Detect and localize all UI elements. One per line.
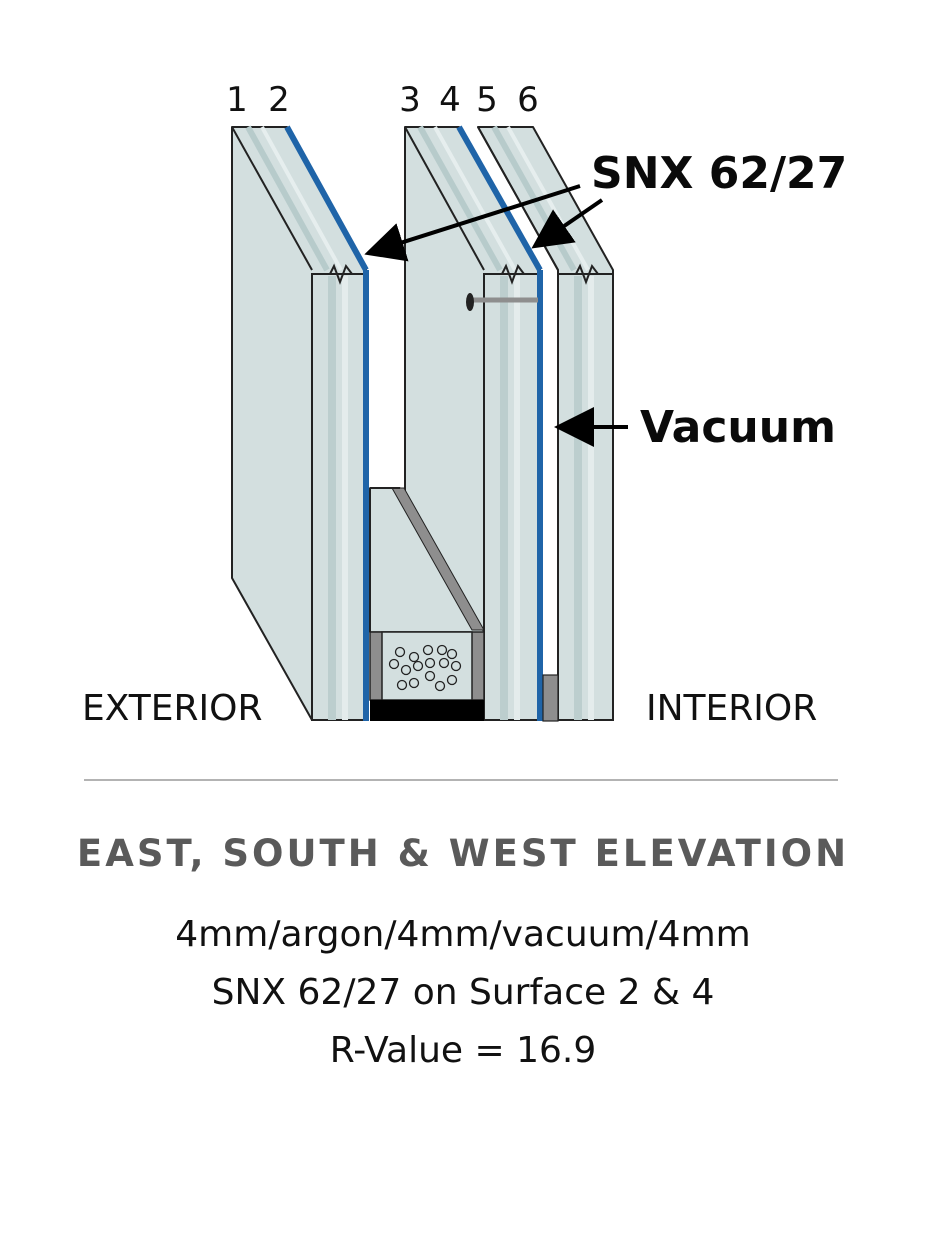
divider bbox=[84, 779, 838, 781]
elevation-title: EAST, SOUTH & WEST ELEVATION bbox=[76, 832, 850, 875]
sealant bbox=[370, 700, 484, 721]
vacuum-label: Vacuum bbox=[640, 402, 836, 453]
surface-4-coating bbox=[456, 125, 543, 272]
exterior-label: EXTERIOR bbox=[82, 688, 263, 729]
surface-number-6: 6 bbox=[517, 80, 539, 120]
surface-2-coating bbox=[284, 125, 369, 272]
exterior-pane-edge-face bbox=[311, 273, 367, 721]
vacuum-edge-seal bbox=[542, 674, 559, 722]
middle-pane-edge-face bbox=[483, 273, 541, 721]
coating-arrow-surface-4 bbox=[531, 198, 604, 249]
spec-line-coating: SNX 62/27 on Surface 2 & 4 bbox=[211, 972, 715, 1013]
interior-pane bbox=[477, 125, 614, 722]
surface-number-2: 2 bbox=[268, 80, 290, 120]
interior-pane-edge-face bbox=[557, 273, 614, 721]
surface-number-3: 3 bbox=[399, 80, 421, 120]
argon-cavity-spacer bbox=[369, 487, 485, 721]
exterior-pane bbox=[231, 125, 369, 721]
surface-number-1: 1 bbox=[226, 80, 248, 120]
coating-arrow-surface-2 bbox=[364, 184, 581, 262]
coating-callout: SNX 62/27 bbox=[364, 148, 847, 262]
spec-line-configuration: 4mm/argon/4mm/vacuum/4mm bbox=[175, 914, 751, 955]
coating-label: SNX 62/27 bbox=[591, 148, 847, 199]
surface-number-5: 5 bbox=[476, 80, 498, 120]
surface-numbers: 1 2 3 4 5 6 bbox=[226, 80, 539, 120]
interior-label: INTERIOR bbox=[646, 688, 817, 729]
vacuum-callout: Vacuum bbox=[554, 402, 836, 453]
glazing-cross-section-diagram: 1 2 3 4 5 6 SNX 62/27 Vacuum EXTERIOR IN… bbox=[82, 80, 847, 729]
spec-line-r-value: R-Value = 16.9 bbox=[329, 1030, 597, 1071]
surface-number-4: 4 bbox=[439, 80, 461, 120]
